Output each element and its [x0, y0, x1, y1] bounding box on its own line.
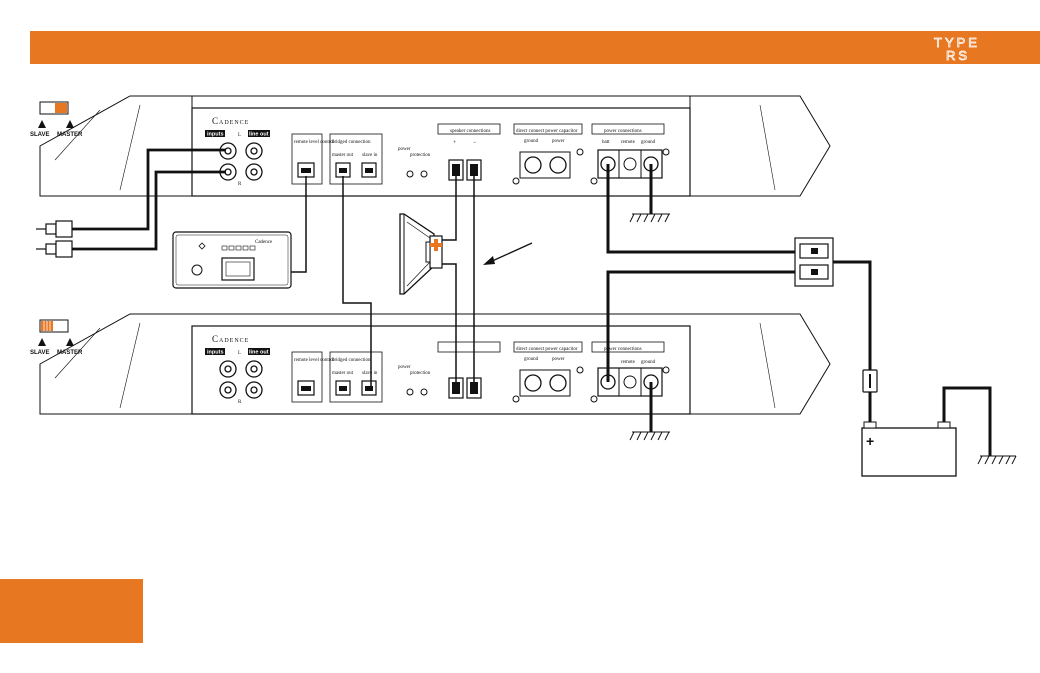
amp-top-speaker-plus: + [453, 140, 457, 146]
amp-top-l-label: L [238, 133, 241, 138]
amp-bottom-cap-ground-terminal [524, 374, 542, 392]
arrow-indicator [483, 242, 533, 265]
amp-bottom-r-label: R [238, 400, 242, 405]
amp-bottom-rca-jacks [219, 360, 263, 399]
amp-bottom-remote-term-label: remote [621, 360, 636, 365]
remote-level-control-unit: Cadence [172, 231, 292, 289]
amp-top-ground-term-label: ground [641, 140, 656, 145]
amp-bottom-slavein-label: slave in [362, 371, 378, 376]
amp-top-cap-ground-terminal [524, 156, 542, 174]
amp-bottom-logo: Cadence [212, 334, 249, 344]
fuse-block [794, 237, 834, 287]
amp-bottom-ground-term-label: ground [641, 360, 656, 365]
amp-top-speaker-label: speaker connections [450, 129, 490, 134]
amp-top-slavein-label: slave in [362, 153, 378, 158]
remote-unit-knob [191, 264, 203, 276]
amp-top-logo: Cadence [212, 116, 249, 126]
amp-top-protection-label: protection [410, 153, 431, 158]
amp-top-remote-label: remote level control [294, 140, 335, 145]
amp-top-remote-term-label: remote [621, 140, 636, 145]
amp-bottom-l-label: L [238, 351, 241, 356]
battery: + [861, 421, 957, 477]
page-corner-box [0, 579, 143, 643]
amp-bottom-protection-led [420, 388, 428, 396]
rca-plugs [36, 220, 73, 258]
amp-top-capacitor-label: direct connect power capacitor [516, 129, 578, 134]
amp-top-lineout-label: line out [249, 132, 269, 138]
inline-fuse [862, 369, 878, 393]
amp-bottom-lineout-label: line out [249, 350, 269, 356]
amp-bottom-protection-label: protection [410, 371, 431, 376]
switch-bottom-master-label: MASTER [57, 350, 83, 356]
signal-wires [72, 148, 226, 251]
amp-bottom-power-label: power [398, 365, 411, 370]
amp-top-cap-power-label: power [552, 139, 565, 144]
type-rs-logo-line2: RS [946, 48, 970, 63]
amp-top-inputs-label: inputs [207, 132, 224, 138]
amp-top-power-label: power [398, 147, 411, 152]
speaker [399, 213, 443, 295]
amp-top-rca-jacks [219, 142, 263, 181]
amp-top-bridged-label: bridged connection [332, 140, 371, 145]
amp-top-power-led [406, 170, 414, 178]
amp-bottom-power-led [406, 388, 414, 396]
amp-top-r-label: R [238, 182, 242, 187]
amp-top-cap-ground-label: ground [524, 139, 539, 144]
speaker-plus-icon [430, 239, 442, 251]
switch-bottom: SLAVE MASTER [30, 319, 83, 356]
amp-bottom-remote-terminal [623, 375, 637, 389]
control-wires [291, 176, 372, 388]
switch-bottom-slave-label: SLAVE [30, 350, 50, 356]
ground-symbol-bottom [629, 431, 670, 441]
amp-bottom-powerconn-label: power connections [604, 347, 642, 352]
amp-bottom-inputs-label: inputs [207, 350, 224, 356]
amplifier-top: Cadence inputs line out L R remote level… [39, 95, 831, 197]
switch-top: SLAVE MASTER [30, 101, 83, 138]
remote-unit-logo: Cadence [255, 240, 273, 245]
ground-symbol-top [629, 213, 670, 223]
amp-top-cap-power-terminal [549, 156, 567, 174]
amplifier-bottom: Cadence inputs line out L R remote level… [39, 313, 831, 415]
amp-top-masterout-label: master out [332, 153, 354, 158]
speaker-wires [442, 172, 475, 390]
amp-bottom-cap-power-label: power [552, 357, 565, 362]
switch-top-master-label: MASTER [57, 132, 83, 138]
amp-top-protection-led [420, 170, 428, 178]
amp-bottom-cap-power-terminal [549, 374, 567, 392]
amp-top-remote-terminal [623, 157, 637, 171]
power-wires [606, 164, 992, 456]
amp-bottom-capacitor-label: direct connect power capacitor [516, 347, 578, 352]
type-rs-logo-line1: TYPE [934, 35, 980, 50]
amp-bottom-masterout-label: master out [332, 371, 354, 376]
amp-bottom-cap-ground-label: ground [524, 357, 539, 362]
header-bar [30, 31, 1040, 64]
amp-bottom-bridged-label: bridged connection [332, 358, 371, 363]
amp-top-batt-label: batt [602, 140, 610, 145]
type-rs-logo: TYPE RS [934, 35, 980, 64]
switch-top-knob [55, 103, 67, 113]
amp-top-powerconn-label: power connections [604, 129, 642, 134]
battery-plus-label: + [866, 433, 874, 449]
remote-unit-display [221, 257, 255, 281]
amp-bottom-remote-label: remote level control [294, 358, 335, 363]
switch-top-slave-label: SLAVE [30, 132, 50, 138]
ground-symbol-battery [977, 455, 1017, 465]
amp-top-speaker-minus: − [473, 140, 477, 146]
